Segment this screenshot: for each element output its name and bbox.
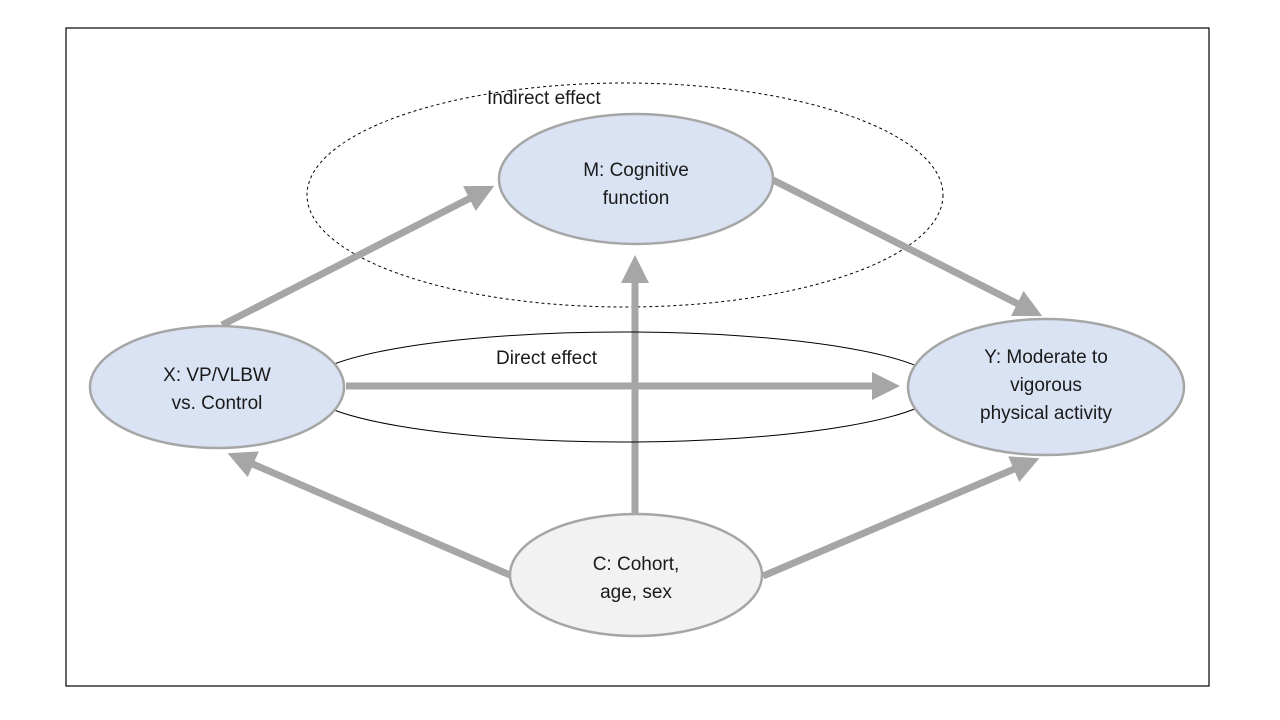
node-y-shape — [906, 317, 1186, 457]
direct-effect-label: Direct effect — [496, 348, 598, 369]
node-y: Y: Moderate to vigorous physical activit… — [906, 317, 1186, 457]
node-x-shape — [88, 324, 346, 450]
node-c-shape — [508, 512, 764, 638]
node-m: M: Cognitive function — [497, 112, 775, 246]
indirect-effect-label: Indirect effect — [487, 88, 601, 109]
node-x-label-line2: vs. Control — [172, 393, 263, 414]
node-x: X: VP/VLBW vs. Control — [88, 324, 346, 450]
node-y-label-line3: physical activity — [980, 403, 1112, 424]
node-c-label-line1: C: Cohort, — [593, 554, 680, 575]
arrow-x-to-m — [220, 185, 495, 329]
node-x-label-line1: X: VP/VLBW — [163, 365, 271, 386]
node-c: C: Cohort, age, sex — [508, 512, 764, 638]
node-c-label-line2: age, sex — [600, 582, 672, 603]
arrow-c-to-y — [761, 456, 1040, 580]
node-m-label-line2: function — [603, 188, 670, 209]
node-m-shape — [497, 112, 775, 246]
node-y-label-line2: vigorous — [1010, 375, 1082, 396]
arrow-c-to-x — [227, 451, 512, 579]
indirect-effect-region — [306, 82, 944, 308]
node-y-label-line1: Y: Moderate to — [984, 347, 1108, 368]
arrow-m-to-y — [771, 176, 1043, 317]
node-m-label-line1: M: Cognitive — [583, 160, 689, 181]
